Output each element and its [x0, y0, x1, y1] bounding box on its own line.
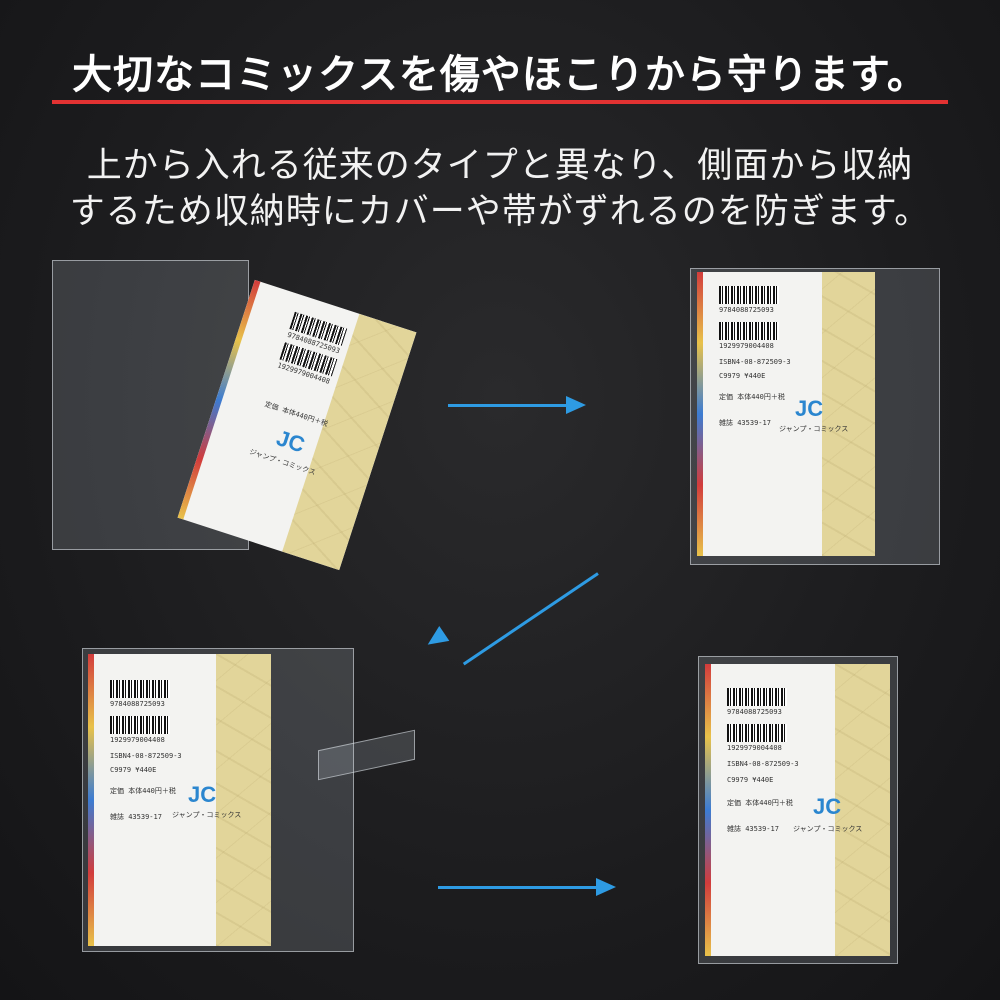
step-2-isbn: 9784088725093 — [719, 306, 774, 314]
description-line-2: するため収納時にカバーや帯がずれるのを防ぎます。 — [69, 192, 931, 232]
step-4-book: 9784088725093 1929979004408 ISBN4-08-872… — [705, 664, 890, 956]
step-3-price: 定価 本体440円＋税 — [110, 787, 176, 795]
step-2-publisher: ジャンプ・コミックス — [779, 425, 849, 433]
step-2-book: 9784088725093 1929979004408 ISBN4-08-872… — [697, 272, 875, 556]
step-2-id: ISBN4-08-872509-3 — [719, 358, 791, 366]
step-1-price: 定価 本体440円＋税 — [263, 400, 329, 429]
step-4-class: C9979 ¥440E — [727, 776, 774, 784]
description-line-1: 上から入れる従来のタイプと異なり、側面から収納 — [86, 146, 914, 186]
step-3-id: ISBN4-08-872509-3 — [110, 752, 182, 760]
step-2-price: 定価 本体440円＋税 — [719, 393, 785, 401]
step-4-id: ISBN4-08-872509-3 — [727, 760, 799, 768]
step-4-jan: 雑誌 43539-17 — [727, 825, 779, 833]
step-4-logo: JC — [813, 794, 842, 819]
step-3-publisher: ジャンプ・コミックス — [172, 811, 242, 819]
step-1-logo: JC — [273, 425, 308, 458]
headline: 大切なコミックスを傷やほこりから守ります。 — [72, 52, 928, 98]
step-4-price: 定価 本体440円＋税 — [727, 799, 793, 807]
step-4-code: 1929979004408 — [727, 744, 782, 752]
step-3-jan: 雑誌 43539-17 — [110, 813, 162, 821]
step-3-isbn: 9784088725093 — [110, 700, 165, 708]
step-2-code: 1929979004408 — [719, 342, 774, 350]
step-3-logo: JC — [188, 782, 217, 807]
step-2-class: C9979 ¥440E — [719, 372, 766, 380]
step-2-jan: 雑誌 43539-17 — [719, 419, 771, 427]
step-4-publisher: ジャンプ・コミックス — [793, 825, 863, 833]
step-3-code: 1929979004408 — [110, 736, 165, 744]
step-3-book: 9784088725093 1929979004408 ISBN4-08-872… — [88, 654, 271, 946]
headline-underline — [52, 100, 948, 104]
step-4-isbn: 9784088725093 — [727, 708, 782, 716]
step-2-logo: JC — [795, 396, 824, 421]
step-3-class: C9979 ¥440E — [110, 766, 157, 774]
